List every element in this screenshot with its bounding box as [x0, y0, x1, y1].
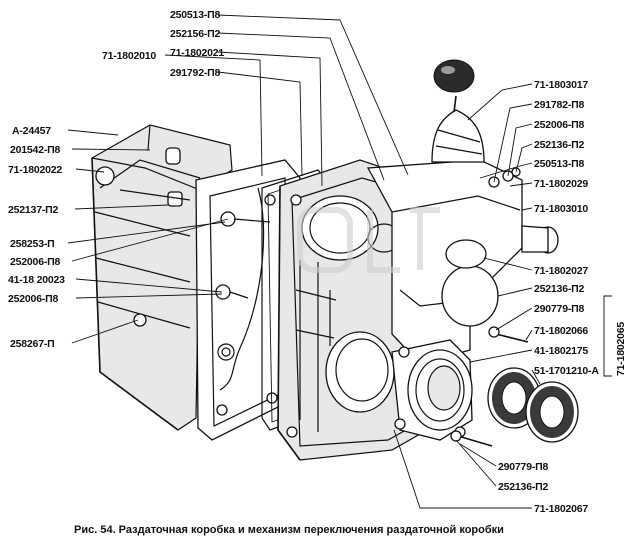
- label-right-13: 51-1701210-А: [534, 365, 599, 377]
- label-right-1: 71-1803017: [534, 79, 588, 91]
- label-right-11: 71-1802066: [534, 325, 588, 337]
- label-right-7: 71-1803010: [534, 203, 588, 215]
- figure-caption: Рис. 54. Раздаточная коробка и механизм …: [74, 524, 504, 536]
- label-right-5: 250513-П8: [534, 158, 584, 170]
- label-right-2: 291782-П8: [534, 99, 584, 111]
- label-bottom-1: 290779-П8: [498, 461, 548, 473]
- label-left-1: А-24457: [12, 125, 51, 137]
- label-right-vertical: 71-1802065: [615, 322, 627, 376]
- label-top-5: 71-1802010: [102, 50, 156, 62]
- output-flange: [391, 326, 579, 447]
- label-right-3: 252006-П8: [534, 119, 584, 131]
- label-left-4: 252137-П2: [8, 204, 58, 216]
- label-left-3: 71-1802022: [8, 164, 62, 176]
- label-left-2: 201542-П8: [10, 144, 60, 156]
- label-right-4: 252136-П2: [534, 139, 584, 151]
- label-right-8: 71-1802027: [534, 265, 588, 277]
- gearbox-drawing: [91, 59, 579, 461]
- label-left-9: 258267-П: [10, 338, 54, 350]
- label-right-12: 41-1802175: [534, 345, 588, 357]
- label-bottom-2: 252136-П2: [498, 481, 548, 493]
- label-right-10: 290779-П8: [534, 303, 584, 315]
- front-cover: [366, 59, 559, 365]
- label-left-8: 252006-П8: [8, 293, 58, 305]
- label-left-6: 252006-П8: [10, 256, 60, 268]
- label-right-9: 252136-П2: [534, 283, 584, 295]
- watermark: [297, 207, 440, 273]
- label-left-7: 41-18 20023: [8, 274, 65, 286]
- label-top-2: 252156-П2: [170, 28, 220, 40]
- label-right-6: 71-1802029: [534, 178, 588, 190]
- middle-plate: [195, 159, 301, 441]
- callout-labels: 250513-П8 252156-П2 71-1802021 291792-П8…: [8, 9, 627, 515]
- label-left-5: 258253-П: [10, 238, 54, 250]
- label-bottom-3: 71-1802067: [534, 503, 588, 515]
- leader-lines: [67, 14, 612, 509]
- label-top-3: 71-1802021: [170, 47, 224, 59]
- label-top-4: 291792-П8: [170, 67, 220, 79]
- label-top-1: 250513-П8: [170, 9, 220, 21]
